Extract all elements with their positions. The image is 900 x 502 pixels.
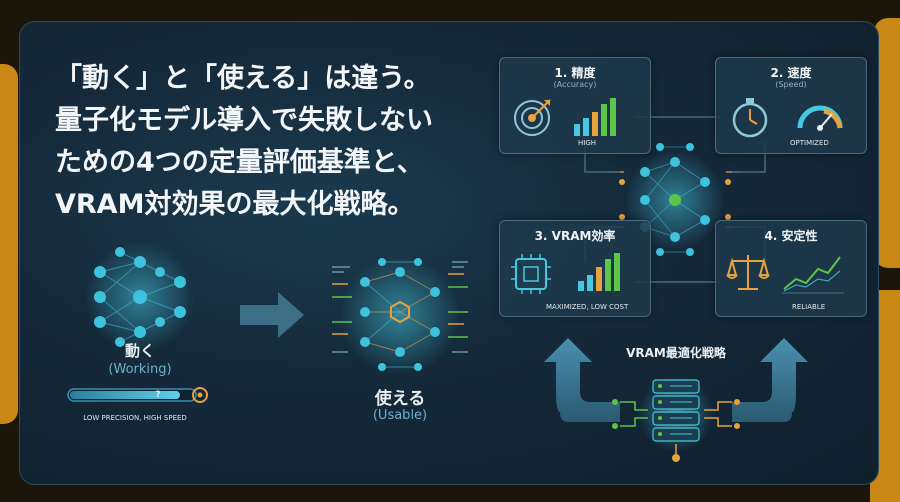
headline-line-3: ための4つの定量評価基準と、 — [55, 147, 424, 178]
criterion-title: 3. VRAM効率 — [534, 229, 616, 243]
strategy-arrow-right-icon — [732, 338, 808, 422]
criterion-title: 4. 安定性 — [764, 229, 818, 243]
bar-chart-icon — [578, 253, 620, 291]
criterion-card-speed: 2. 速度 (Speed) OPTIMIZED — [715, 57, 867, 154]
strategy-label: VRAM最適化戦略 — [626, 346, 726, 360]
gauge-icon — [797, 105, 843, 131]
usable-sublabel: (Usable) — [372, 408, 428, 423]
headline: 「動く」と「使える」は違う。 量子化モデル導入で失敗しない ための4つの定量評価… — [55, 58, 433, 226]
criterion-title: 1. 精度 — [554, 66, 596, 80]
criterion-card-stability: 4. 安定性 RELIABLE — [715, 220, 867, 317]
vram-icons — [511, 253, 620, 294]
target-icon — [514, 99, 551, 136]
server-stack-icon — [612, 376, 740, 462]
infographic-panel: 「動く」と「使える」は違う。 量子化モデル導入で失敗しない ための4つの定量評価… — [19, 21, 879, 485]
headline-line-2: 量子化モデル導入で失敗しない — [55, 105, 433, 136]
criterion-card-accuracy: 1. 精度 (Accuracy) HIGH — [499, 57, 651, 154]
precision-bar-mark: ? — [155, 390, 161, 400]
accuracy-icons — [514, 98, 616, 136]
line-chart-icon — [782, 256, 844, 294]
strategy-arrow-left-icon — [544, 338, 620, 422]
criterion-caption: MAXIMIZED, LOW COST — [546, 303, 629, 311]
criterion-caption: OPTIMIZED — [790, 139, 829, 147]
criterion-caption: HIGH — [578, 139, 597, 147]
bar-chart-icon — [574, 98, 616, 136]
criterion-card-vram: 3. VRAM効率 — [499, 220, 651, 317]
headline-line-4: VRAM対効果の最大化戦略。 — [55, 189, 415, 220]
speed-icons — [732, 98, 843, 138]
usable-network-icon — [332, 255, 468, 375]
stopwatch-icon — [732, 98, 768, 138]
precision-bar — [67, 387, 208, 403]
working-label: 動く — [124, 342, 155, 360]
criterion-subtitle: (Accuracy) — [553, 80, 597, 89]
transition-arrow-icon — [240, 292, 304, 338]
scale-icon — [726, 255, 770, 290]
precision-caption: LOW PRECISION, HIGH SPEED — [83, 414, 187, 422]
chip-icon — [511, 254, 551, 294]
headline-line-1: 「動く」と「使える」は違う。 — [55, 63, 431, 94]
criterion-title: 2. 速度 — [770, 66, 812, 80]
usable-label: 使える — [374, 389, 426, 409]
criterion-caption: RELIABLE — [792, 303, 826, 311]
working-sublabel: (Working) — [108, 362, 172, 377]
neural-network-icon — [85, 242, 195, 352]
frame-accent-left — [0, 64, 18, 424]
stability-icons — [726, 255, 844, 294]
criterion-subtitle: (Speed) — [775, 80, 807, 89]
